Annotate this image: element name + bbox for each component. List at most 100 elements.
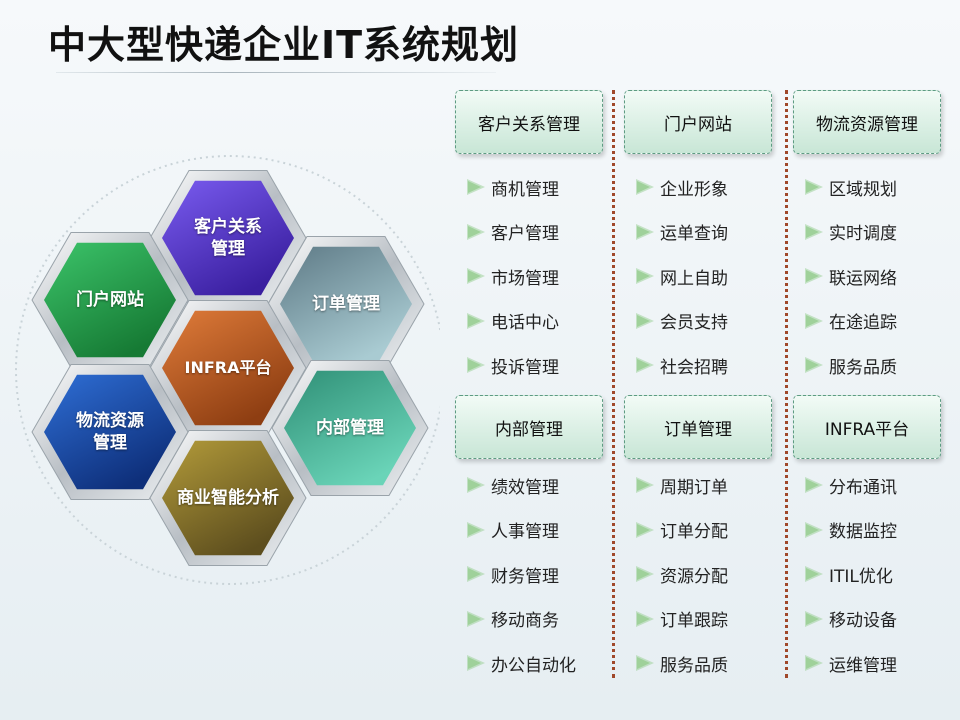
list-item-label: ITIL优化 <box>829 566 893 587</box>
arrow-bullet-icon <box>467 477 485 493</box>
list-item: 联运网络 <box>803 264 897 289</box>
list-item: 服务品质 <box>634 651 728 676</box>
list-item: 运单查询 <box>634 220 728 244</box>
hexagon-internal <box>271 360 429 496</box>
arrow-bullet-icon <box>636 521 654 538</box>
arrow-bullet-icon <box>636 268 654 284</box>
category-header: INFRA平台 <box>793 395 941 459</box>
background-ring <box>15 155 440 585</box>
hexagon-fill <box>162 310 294 426</box>
list-item-label: 数据监控 <box>829 522 897 542</box>
hexagon-label-infra: INFRA平台 <box>184 358 272 377</box>
list-item: 电话中心 <box>465 309 559 333</box>
list-item: 社会招聘 <box>634 353 728 378</box>
list-item: 区域规划 <box>803 175 897 200</box>
arrow-bullet-icon <box>636 312 654 329</box>
list-item-label: 社会招聘 <box>660 357 728 378</box>
arrow-bullet-icon <box>467 312 485 329</box>
list-item-label: 服务品质 <box>660 655 728 676</box>
list-item: 订单分配 <box>634 518 728 542</box>
list-item: 会员支持 <box>634 309 728 333</box>
list-item: 企业形象 <box>634 175 728 200</box>
list-item-label: 办公自动化 <box>491 655 576 676</box>
hexagon-label-internal: 内部管理 <box>316 418 384 438</box>
arrow-bullet-icon <box>636 223 654 240</box>
category-header: 订单管理 <box>624 395 772 459</box>
hexagon-fill <box>162 180 294 296</box>
list-item: 移动设备 <box>803 607 897 631</box>
page-title: 中大型快递企业IT系统规划 <box>48 23 520 67</box>
arrow-bullet-icon <box>805 357 823 373</box>
list-item-label: 会员支持 <box>660 313 728 333</box>
arrow-bullet-icon <box>467 655 485 671</box>
hexagon-label-order: 订单管理 <box>312 294 380 314</box>
list-item: 在途追踪 <box>803 309 897 333</box>
list-item-label: 移动商务 <box>491 611 559 631</box>
list-item: 周期订单 <box>634 473 728 498</box>
column-separator <box>612 90 615 678</box>
list-item-label: 绩效管理 <box>491 477 559 498</box>
hexagon-crm <box>149 170 307 306</box>
hexagon-diagram <box>15 155 440 585</box>
list-item: 客户管理 <box>465 220 559 244</box>
hexagon-label-bi: 商业智能分析 <box>177 488 279 508</box>
list-item: 网上自助 <box>634 264 728 289</box>
hexagon-fill <box>162 440 294 556</box>
list-item: 财务管理 <box>465 562 559 587</box>
list-item-label: 服务品质 <box>829 357 897 378</box>
arrow-bullet-icon <box>805 521 823 538</box>
hexagon-order <box>267 236 425 372</box>
arrow-bullet-icon <box>805 268 823 284</box>
list-item: 商机管理 <box>465 175 559 200</box>
list-item: 市场管理 <box>465 264 559 289</box>
list-item-label: 电话中心 <box>491 313 559 333</box>
title-divider <box>56 72 496 73</box>
arrow-bullet-icon <box>805 610 823 627</box>
category-header: 门户网站 <box>624 90 772 154</box>
list-item-label: 在途追踪 <box>829 313 897 333</box>
list-item-label: 订单跟踪 <box>660 611 728 631</box>
list-item-label: 移动设备 <box>829 611 897 631</box>
list-item-label: 客户管理 <box>491 224 559 244</box>
column-separator <box>785 90 788 678</box>
arrow-bullet-icon <box>467 610 485 627</box>
list-item-label: 人事管理 <box>491 522 559 542</box>
list-item: 实时调度 <box>803 220 897 244</box>
list-item-label: 市场管理 <box>491 268 559 289</box>
arrow-bullet-icon <box>805 655 823 671</box>
list-item: 人事管理 <box>465 518 559 542</box>
list-item: ITIL优化 <box>803 562 893 587</box>
list-item-label: 实时调度 <box>829 224 897 244</box>
arrow-bullet-icon <box>636 477 654 493</box>
list-item: 投诉管理 <box>465 353 559 378</box>
list-item-label: 投诉管理 <box>491 357 559 378</box>
category-header: 物流资源管理 <box>793 90 941 154</box>
hexagon-fill <box>284 370 416 486</box>
arrow-bullet-icon <box>467 521 485 538</box>
list-item: 办公自动化 <box>465 651 576 676</box>
category-header: 客户关系管理 <box>455 90 603 154</box>
list-item-label: 运单查询 <box>660 224 728 244</box>
list-item: 服务品质 <box>803 353 897 378</box>
list-item: 移动商务 <box>465 607 559 631</box>
list-item: 运维管理 <box>803 651 897 676</box>
list-item-label: 财务管理 <box>491 566 559 587</box>
hexagon-label-crm: 客户关系 管理 <box>194 217 262 259</box>
arrow-bullet-icon <box>636 357 654 373</box>
list-item: 订单跟踪 <box>634 607 728 631</box>
arrow-bullet-icon <box>805 312 823 329</box>
hexagon-infra <box>149 300 307 436</box>
hexagon-fill <box>280 246 412 362</box>
list-item: 分布通讯 <box>803 473 897 498</box>
hexagon-portal <box>31 232 189 368</box>
arrow-bullet-icon <box>636 179 654 195</box>
arrow-bullet-icon <box>636 566 654 582</box>
arrow-bullet-icon <box>467 268 485 284</box>
list-item-label: 商机管理 <box>491 179 559 200</box>
list-item-label: 联运网络 <box>829 268 897 289</box>
hexagon-label-logistics: 物流资源 管理 <box>76 411 144 453</box>
arrow-bullet-icon <box>467 223 485 240</box>
arrow-bullet-icon <box>467 357 485 373</box>
list-item-label: 分布通讯 <box>829 477 897 498</box>
hexagon-fill <box>44 374 176 490</box>
